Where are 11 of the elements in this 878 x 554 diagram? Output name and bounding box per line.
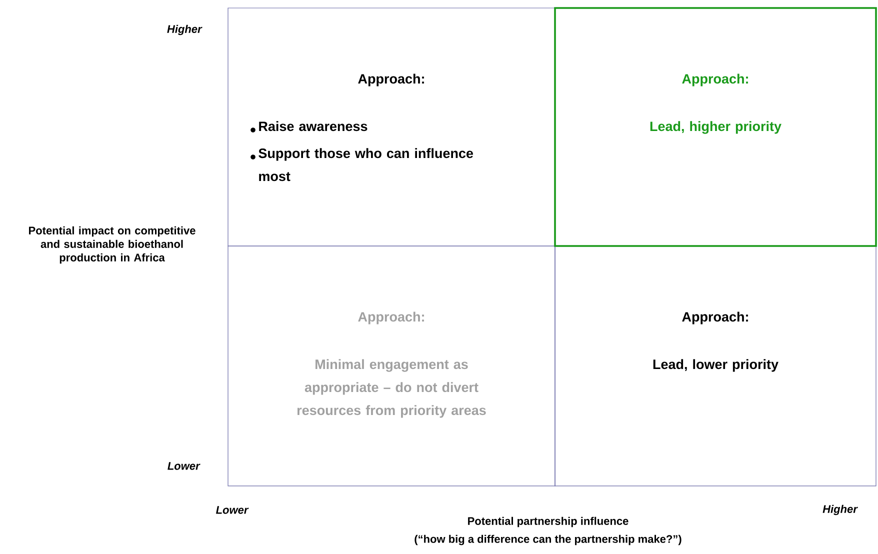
axis-title: Potential impact on competitive and sustainable bioethanol production in Africa [29, 226, 196, 264]
axis-label: Higher [822, 504, 858, 516]
axis-label: Lower [216, 506, 249, 514]
quadrant-box: Approach: Lead, higher priority [554, 7, 877, 247]
axis-label: Lower [168, 462, 200, 470]
quadrant-box: Approach: Minimal engagement as appropriate – do not divert resources from priority areas [228, 246, 556, 486]
quadrant-box: Approach: Raise awareness Support those who can influence most [228, 8, 556, 246]
quadrant-box: Approach: Lead, lower priority [554, 246, 876, 486]
axis-label: Higher [167, 24, 202, 36]
axis-subtitle: (“how big a difference can the partnership make?”) [414, 534, 682, 546]
axis-title: Potential partnership influence [468, 516, 628, 528]
